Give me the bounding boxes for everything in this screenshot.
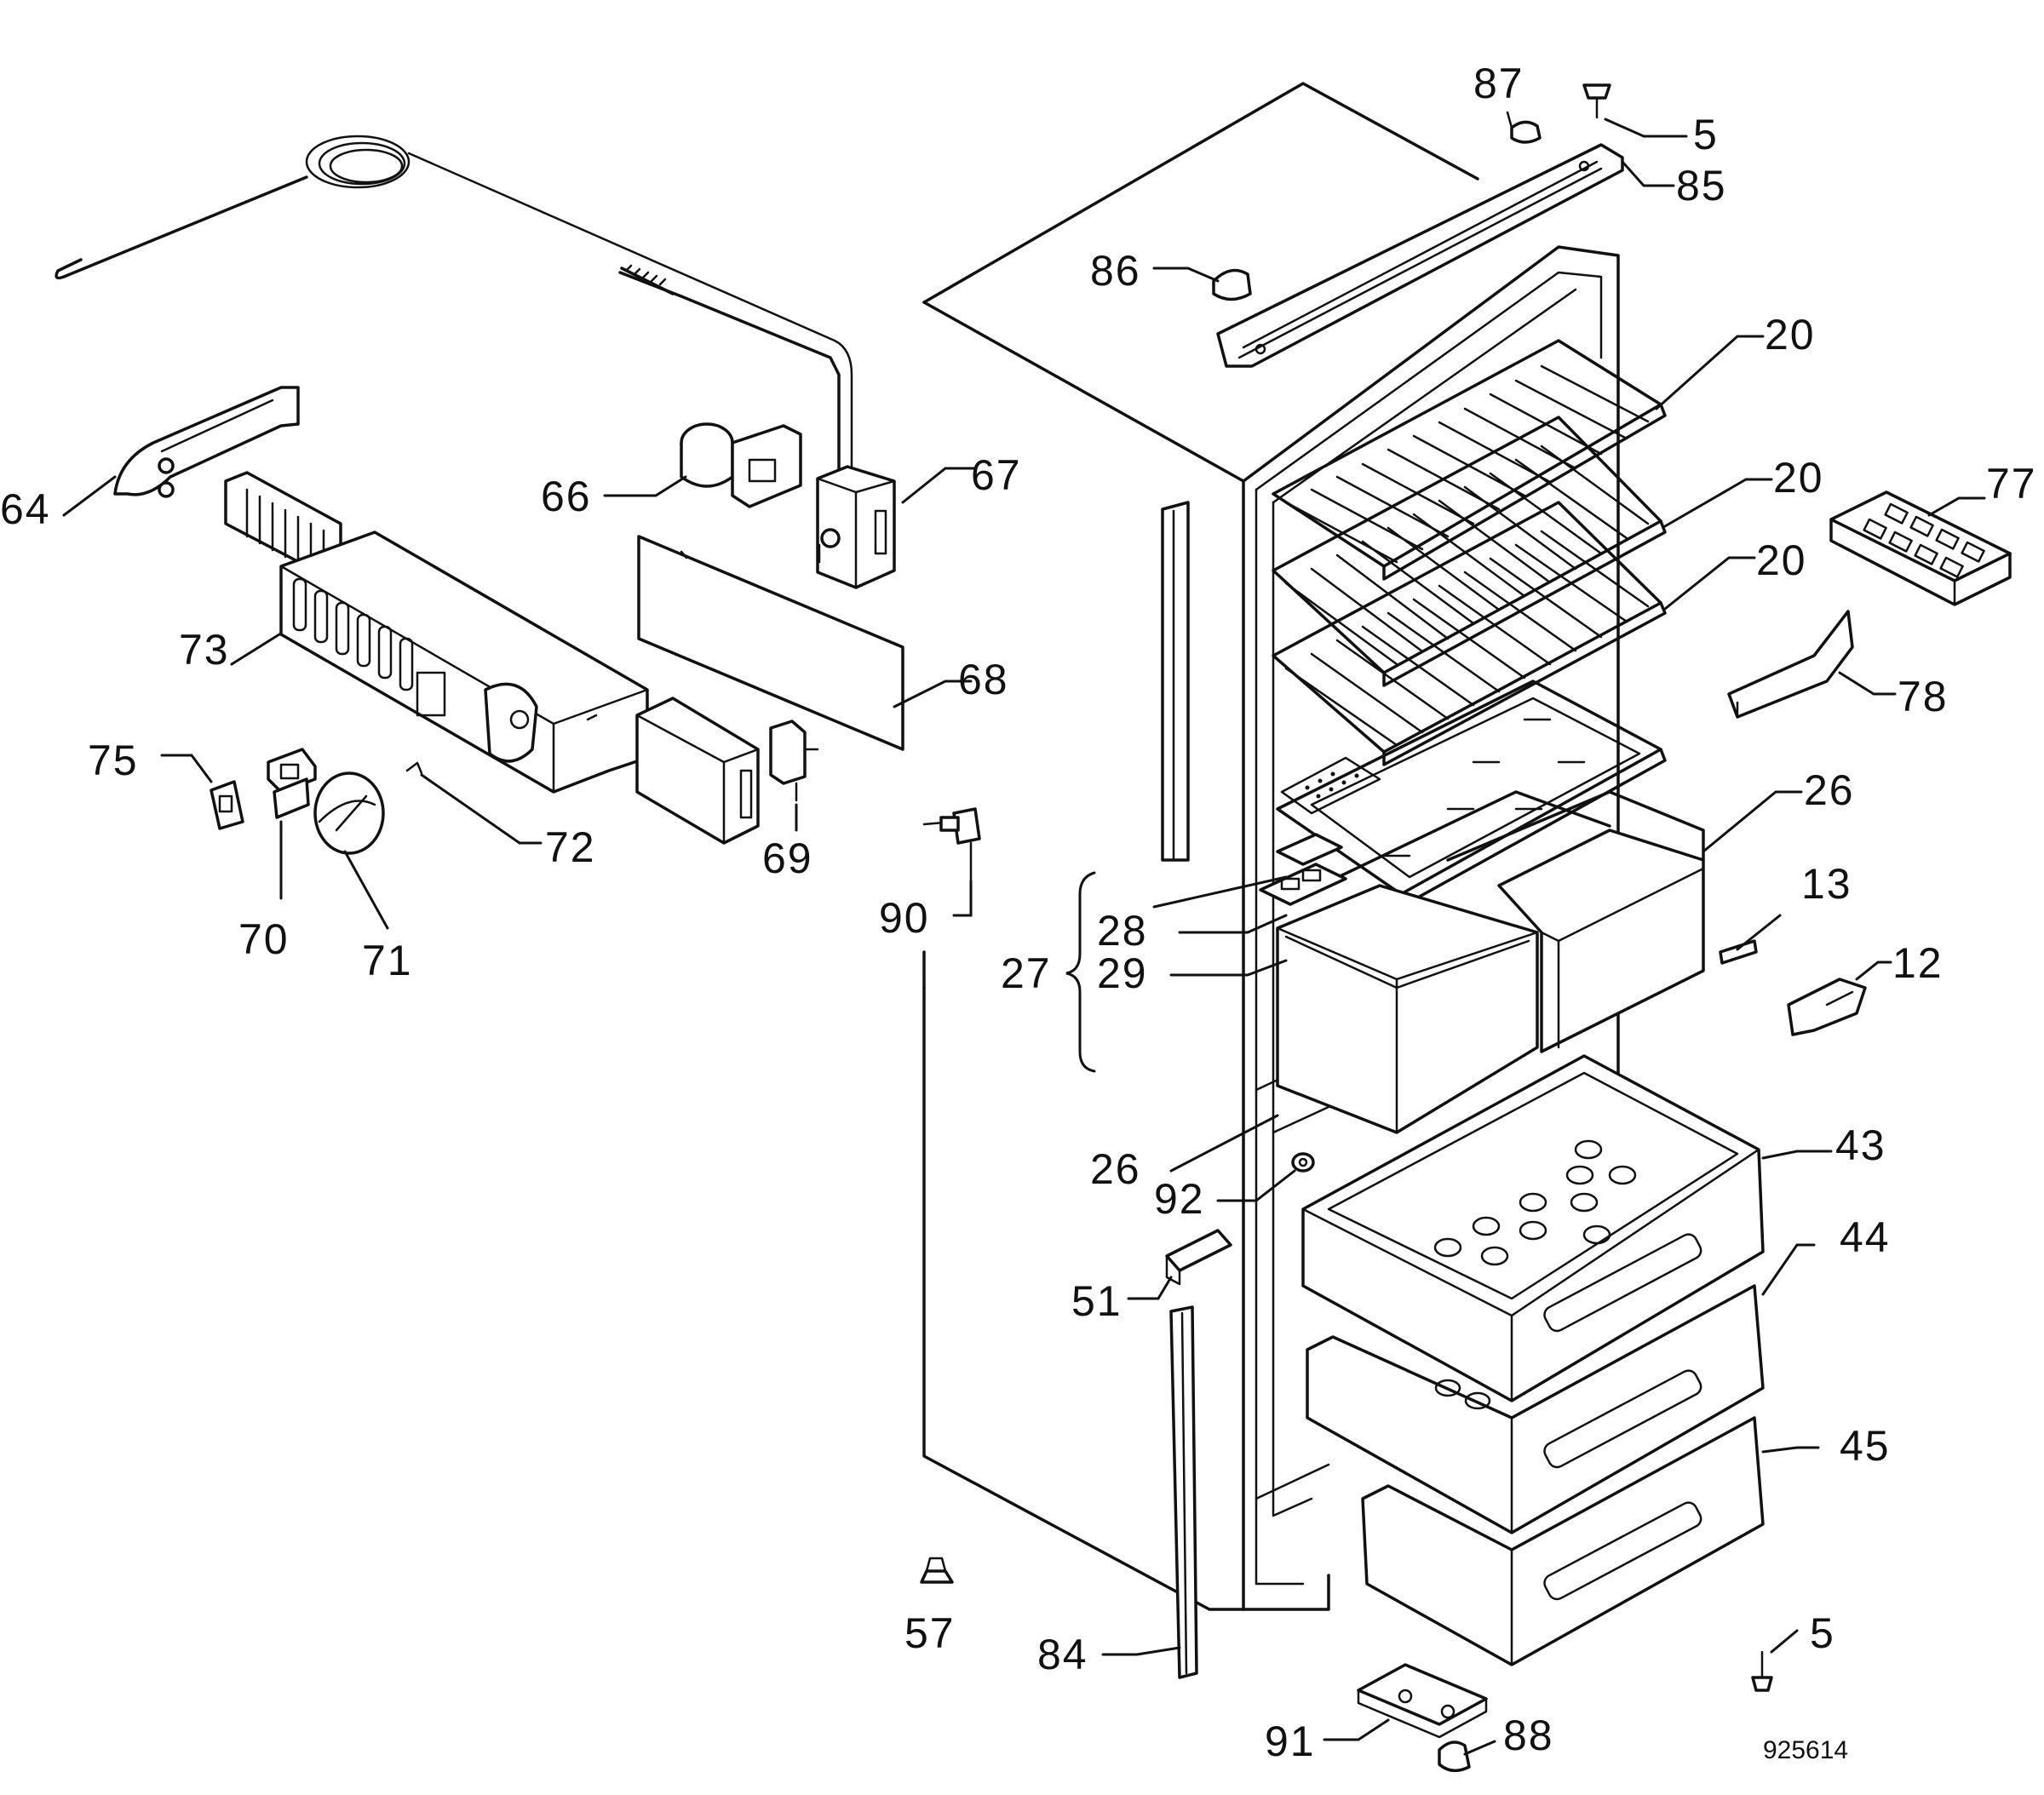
callout-72: 72 (545, 823, 596, 871)
thermostat-67 (816, 465, 896, 589)
callout-20-3: 20 (1756, 536, 1807, 584)
callout-69: 69 (762, 834, 813, 882)
hinge-cap-88 (1438, 1741, 1471, 1773)
lamp-holder-66 (680, 422, 802, 508)
callout-5-top: 5 (1693, 111, 1719, 158)
callout-43: 43 (1835, 1121, 1886, 1169)
light-cover (635, 697, 760, 845)
callout-26-upper: 26 (1804, 766, 1855, 814)
door-trim-84 (1161, 501, 1198, 1679)
foot-57 (920, 1557, 954, 1584)
housing-73 (279, 530, 649, 794)
brace-27 (1065, 871, 1096, 1073)
cabinet (922, 82, 1620, 1611)
callout-73: 73 (179, 626, 230, 674)
callout-88: 88 (1503, 1712, 1554, 1759)
hinge-cap-86 (1212, 268, 1252, 301)
freezer-basket-44 (1306, 1284, 1765, 1534)
cover-68 (637, 535, 904, 751)
ice-tray-77 (1829, 490, 2012, 606)
clip-51 (1165, 1229, 1232, 1286)
control-panel-28-29 (1259, 833, 1347, 906)
knob-71 (313, 771, 385, 855)
switch-70 (267, 748, 317, 819)
door-switch-90 (922, 807, 981, 883)
leader-lines (62, 118, 1986, 1756)
callout-26-lower: 26 (1090, 1145, 1141, 1193)
indicator-75 (210, 780, 244, 830)
crisper-drawers-26 (1276, 790, 1705, 1134)
drawing-number: 925614 (1763, 1736, 1848, 1764)
callout-29: 29 (1097, 949, 1148, 997)
callout-57: 57 (904, 1609, 956, 1657)
callout-70: 70 (238, 915, 290, 963)
callout-77: 77 (1986, 460, 2037, 508)
callout-85: 85 (1676, 162, 1727, 209)
callout-labels: 87 5 85 86 20 20 20 77 78 26 13 12 28 29… (0, 60, 2037, 1765)
callout-71: 71 (362, 937, 413, 984)
thermostat-capillary (55, 135, 853, 474)
screw-5-bottom (1751, 1650, 1773, 1692)
ice-scraper-78 (1727, 610, 1854, 719)
callout-68: 68 (958, 656, 1009, 703)
callout-28: 28 (1097, 907, 1148, 955)
plug-92 (1291, 1152, 1315, 1173)
callout-66: 66 (541, 473, 592, 520)
freezer-basket-43 (1301, 1054, 1765, 1402)
callout-64: 64 (0, 485, 51, 533)
callout-27: 27 (1001, 949, 1052, 997)
light-handle-64 (113, 386, 300, 498)
bracket-12 (1787, 978, 1867, 1036)
callout-75: 75 (88, 737, 139, 784)
callout-13: 13 (1801, 860, 1852, 908)
callout-45: 45 (1840, 1422, 1891, 1470)
screw-5-top (1582, 83, 1611, 119)
callout-12: 12 (1892, 939, 1944, 987)
callout-90: 90 (879, 894, 930, 942)
callout-67: 67 (971, 451, 1022, 499)
callout-44: 44 (1840, 1213, 1891, 1261)
clip-13 (1719, 939, 1758, 965)
hinge-cap-87 (1506, 111, 1542, 144)
top-hinge-rail-85 (1216, 143, 1624, 368)
callout-78: 78 (1898, 673, 1949, 720)
callout-84: 84 (1037, 1631, 1088, 1678)
callout-86: 86 (1090, 247, 1141, 295)
switch-69 (769, 720, 819, 802)
callout-20-2: 20 (1773, 454, 1824, 502)
callout-20-1: 20 (1765, 311, 1816, 358)
bottom-hinge-91 (1357, 1663, 1488, 1739)
callout-91: 91 (1265, 1718, 1316, 1765)
callout-87: 87 (1473, 60, 1524, 107)
lamp-72 (405, 761, 423, 775)
callout-92: 92 (1154, 1175, 1205, 1223)
callout-5-bottom: 5 (1810, 1609, 1835, 1657)
callout-51: 51 (1071, 1277, 1122, 1325)
freezer-basket-45 (1361, 1416, 1765, 1666)
wire-shelves-20 (1272, 339, 1667, 766)
